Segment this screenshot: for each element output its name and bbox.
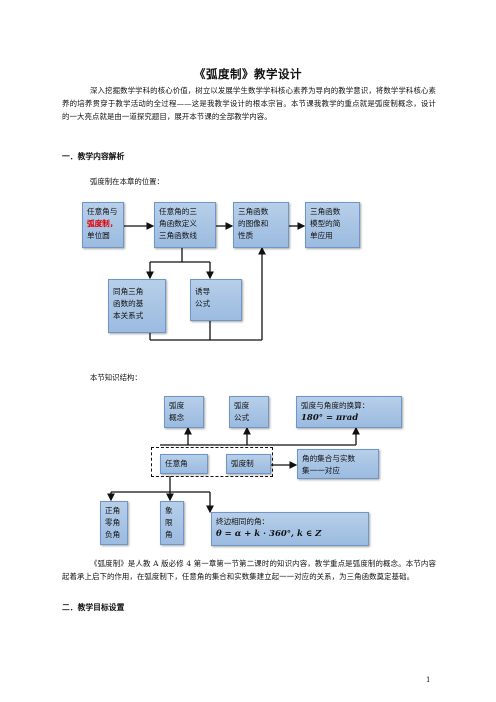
analysis-paragraph: 《弧度制》是人教 A 版必修 4 第一章第一节第二课时的知识内容，教学重点是弧度… — [62, 559, 436, 581]
box-line: 的图像和 — [238, 219, 269, 228]
box-line: 弧度 — [234, 401, 250, 410]
box-angle-kinds: 正角 零角 负角 — [100, 501, 128, 545]
box-quadrant-angle: 象 限 角 — [160, 501, 184, 545]
box-line: 单位圆 — [87, 231, 110, 240]
box-line: 正角 — [105, 506, 121, 515]
box-degree-radian-conversion: 弧度与角度的换算： 180° = πrad — [296, 396, 402, 428]
document-title: 《弧度制》教学设计 — [194, 67, 302, 81]
box-trig-model-application: 三角函数 模型的简 单应用 — [305, 202, 360, 248]
box-any-angle-and-radian: 任意角与 弧度制， 单位圆 — [82, 202, 124, 248]
box-induction-formula: 诱导 公式 — [190, 279, 242, 321]
box-line: 角的集合与实数 — [302, 454, 356, 463]
box-radian-system: 弧度制 — [226, 454, 271, 474]
section-heading-content-analysis: 一．教学内容解析 — [62, 152, 125, 161]
box-radian-concept: 弧度 概念 — [164, 396, 204, 428]
box-set-correspondence: 角的集合与实数 集一一对应 — [297, 449, 379, 479]
box-line: 任意角的三 — [159, 207, 197, 216]
box-line: 概念 — [169, 413, 185, 422]
box-line: 模型的简 — [310, 219, 341, 228]
box-line: 弧度制 — [231, 459, 254, 468]
box-line: 诱导 — [195, 287, 211, 296]
box-line: 三角函数 — [238, 207, 269, 216]
coterminal-formula: θ = α + k · 360°, k ∈ Z — [216, 529, 322, 539]
dashed-group-frame — [151, 447, 273, 477]
box-line: 弧度与角度的换算： — [301, 401, 370, 410]
box-line: 集一一对应 — [302, 466, 340, 475]
box-line: 同角三角 — [113, 287, 144, 296]
box-line: 弧度 — [169, 401, 185, 410]
structure-label: 本节知识结构： — [90, 373, 142, 382]
box-line: 性质 — [238, 231, 254, 240]
box-line: 公式 — [234, 413, 250, 422]
box-line: 公式 — [195, 299, 211, 308]
box-line: 任意角与 — [87, 207, 118, 216]
box-any-angle: 任意角 — [160, 454, 208, 474]
box-line: 任意角 — [165, 459, 188, 468]
box-line: 负角 — [105, 530, 121, 539]
box-line: 单应用 — [310, 231, 333, 240]
box-line: 三角函数线 — [159, 231, 197, 240]
box-trig-graph-properties: 三角函数 的图像和 性质 — [233, 202, 289, 248]
box-line: 角 — [165, 530, 173, 539]
box-line: 零角 — [105, 518, 121, 527]
position-label: 弧度制在本章的位置： — [90, 177, 164, 186]
section-heading-goals: 二．教学目标设置 — [62, 603, 125, 612]
conversion-formula: 180° = πrad — [301, 413, 359, 423]
box-line-highlight: 弧度制， — [87, 219, 118, 228]
intro-paragraph: 深入挖掘数学学科的核心价值，树立以发展学生数学学科核心素养为导向的教学意识，将数… — [62, 86, 436, 121]
box-coterminal-angles: 终边相同的角： θ = α + k · 360°, k ∈ Z — [211, 512, 369, 546]
box-line: 限 — [165, 518, 173, 527]
box-line: 终边相同的角： — [216, 517, 270, 526]
box-radian-formula: 弧度 公式 — [229, 396, 269, 428]
box-basic-relations: 同角三角 函数的基 本关系式 — [108, 279, 166, 333]
box-line: 本关系式 — [113, 311, 144, 320]
box-line: 角函数定义 — [159, 219, 197, 228]
box-line: 三角函数 — [310, 207, 341, 216]
box-line: 象 — [165, 506, 173, 515]
box-line: 函数的基 — [113, 299, 144, 308]
page-number: 1 — [426, 676, 431, 684]
box-trig-definition: 任意角的三 角函数定义 三角函数线 — [154, 202, 216, 248]
